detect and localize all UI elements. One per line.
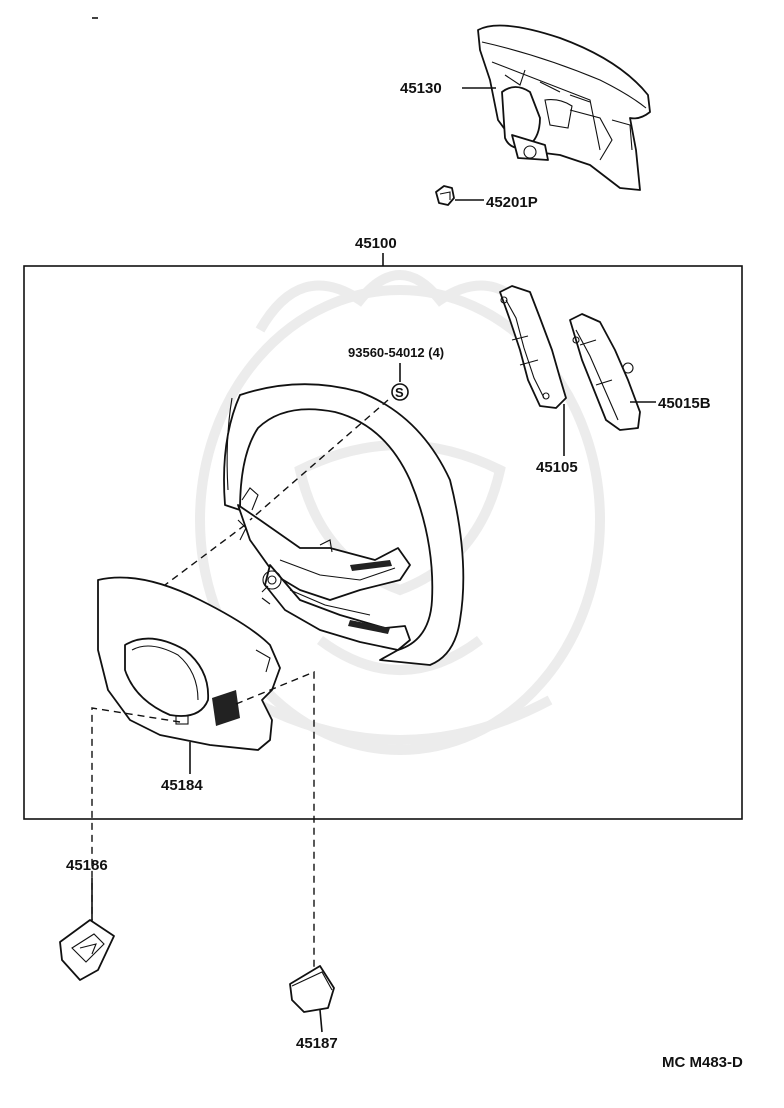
switch-45015b-drawing (569, 313, 641, 431)
label-45015b: 45015B (658, 395, 711, 412)
standard-part-symbol-circle (391, 383, 409, 401)
label-45187: 45187 (296, 1035, 338, 1052)
dashed-line-bolt-to-hub (249, 399, 389, 521)
airbag-pad-45130-drawing (477, 24, 651, 191)
dashed-line-45187 (235, 670, 315, 968)
switch-45105-drawing (499, 285, 567, 409)
assembly-frame-45100 (23, 265, 743, 820)
steering-wheel-drawing (223, 383, 465, 666)
diagram-code: MC M483-D (662, 1054, 743, 1071)
pad-45186-drawing (59, 919, 115, 981)
label-45186: 45186 (66, 857, 108, 874)
label-45130: 45130 (400, 80, 442, 97)
label-45184: 45184 (161, 777, 203, 794)
label-45100: 45100 (355, 235, 397, 252)
dashed-line-45186 (91, 707, 181, 920)
leader-45187 (319, 1009, 323, 1033)
pad-45187-drawing (289, 965, 335, 1013)
dashed-line-hub-to-cover (144, 524, 246, 601)
label-93560-54012: 93560-54012 (4) (348, 345, 444, 360)
label-45201p: 45201P (486, 194, 538, 211)
label-45105: 45105 (536, 459, 578, 476)
standard-part-symbol: S (395, 385, 404, 400)
nut-45201p-drawing (435, 185, 455, 206)
lower-cover-45184-drawing (97, 576, 281, 751)
